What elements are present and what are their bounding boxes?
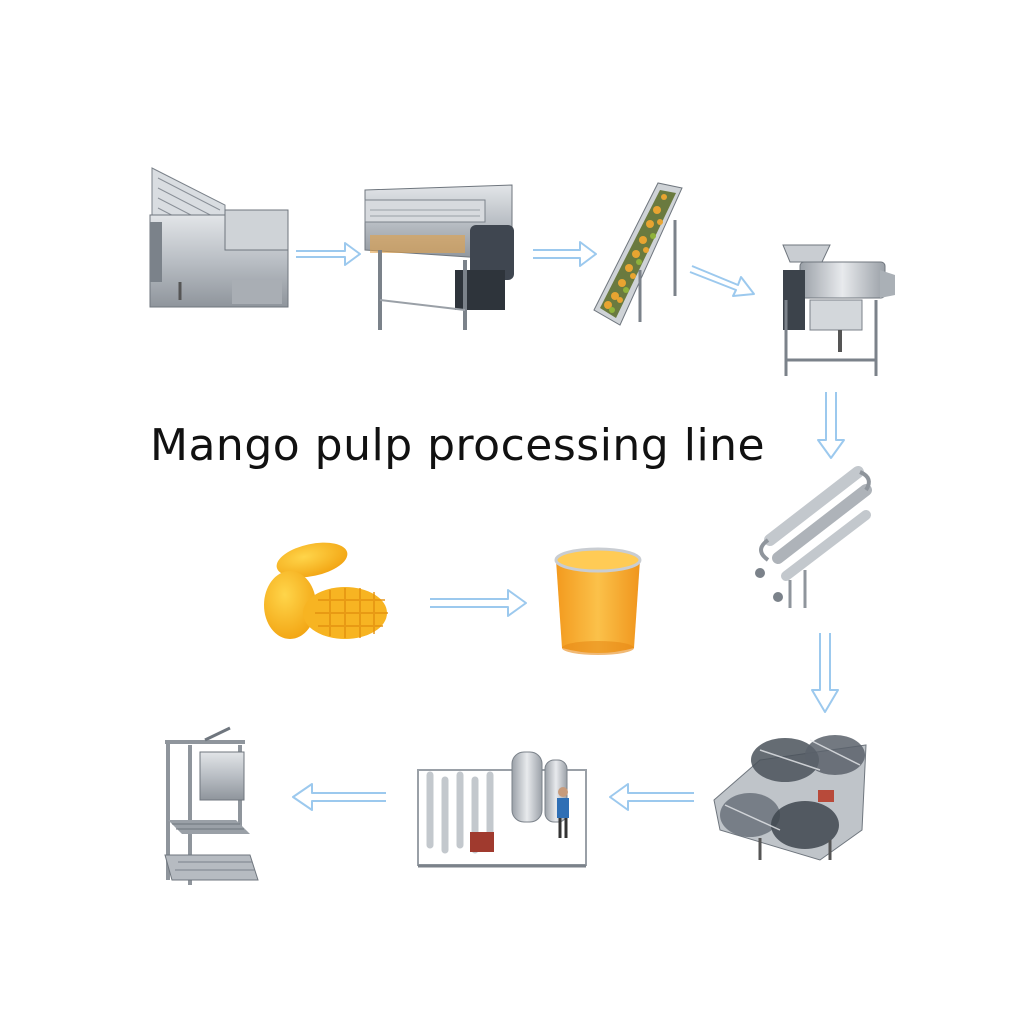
- arrow-down: [811, 633, 839, 713]
- pulp-can-icon: [554, 547, 642, 655]
- arrow-left: [292, 783, 386, 811]
- brush-washer-icon: [364, 184, 514, 330]
- arrow-right: [533, 241, 597, 267]
- washing-machine-icon: [149, 167, 289, 308]
- arrow-right: [689, 265, 755, 297]
- elevator-conveyor-icon: [593, 182, 683, 326]
- aseptic-filler-icon: [164, 726, 259, 885]
- arrow-right: [430, 589, 527, 617]
- arrow-right: [296, 242, 361, 266]
- mango-fruit-icon: [264, 542, 388, 639]
- pulper-machine-icon: [782, 244, 895, 376]
- sterilizer-icon: [417, 751, 587, 868]
- page-title: Mango pulp processing line: [150, 420, 766, 471]
- arrow-down: [817, 392, 845, 459]
- arrow-left: [609, 783, 694, 811]
- wrapped-machine-icon: [713, 735, 867, 861]
- tube-heater-icon: [755, 466, 872, 608]
